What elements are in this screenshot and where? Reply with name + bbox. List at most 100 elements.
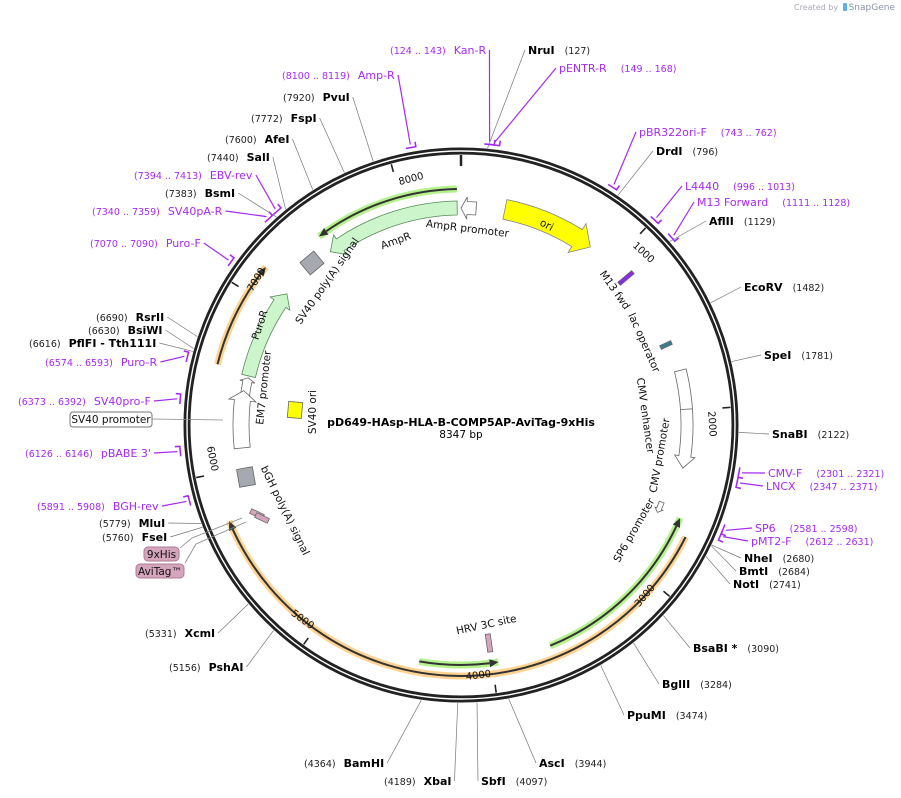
sv40-promoter-arrow[interactable]: [227, 390, 258, 450]
his-tag-callout[interactable]: 9xHis: [143, 517, 243, 562]
site-ecorv[interactable]: EcoRV(1482): [744, 281, 824, 294]
site-mlui[interactable]: MluI(5779): [99, 517, 165, 530]
primer-puro-r[interactable]: Puro-R(6574 .. 6593): [45, 356, 157, 369]
orf-green-bottom-arrow[interactable]: [418, 657, 500, 669]
puro-orf-arrow[interactable]: [214, 264, 269, 366]
sv40-promoter-callout[interactable]: SV40 promoter: [69, 411, 224, 428]
site-ppumi[interactable]: PpuMI(3474): [627, 709, 707, 722]
hrv-3c-marker[interactable]: [484, 633, 494, 653]
site-bmti[interactable]: BmtI(2684): [739, 565, 810, 578]
site-sali[interactable]: SalI(7440): [207, 151, 270, 164]
ampr-orf-arrow[interactable]: [316, 185, 457, 240]
primer-range: (996 .. 1013): [733, 182, 795, 193]
primer-m13-forward[interactable]: M13 Forward(1111 .. 1128): [697, 196, 850, 209]
tick-8000: [390, 163, 395, 173]
bgh-polya-box[interactable]: [236, 466, 256, 488]
site-bsabi-[interactable]: BsaBI *(3090): [693, 642, 779, 655]
feature-label-ampr[interactable]: AmpR: [379, 230, 413, 252]
site-bglii[interactable]: BglII(3284): [662, 678, 732, 691]
site-xcmi[interactable]: XcmI(5331): [145, 627, 215, 640]
avitag-callout[interactable]: AviTag™: [135, 521, 247, 579]
site-xbai[interactable]: XbaI(4189): [384, 775, 451, 788]
primer-bgh-rev[interactable]: BGH-rev(5891 .. 5908): [37, 500, 159, 513]
primer-sv40pro-f[interactable]: SV40pro-F(6373 .. 6392): [18, 395, 151, 408]
primer-pmt2-f[interactable]: pMT2-F(2612 .. 2631): [751, 535, 873, 548]
site-bsmi[interactable]: BsmI(7383): [165, 187, 235, 200]
site-position: (6616): [29, 339, 61, 350]
site-rsrii[interactable]: RsrII(6690): [96, 311, 164, 324]
feature-label-cmv-enhancer[interactable]: CMV enhancer: [634, 377, 657, 455]
site-name: PflFI - Tth111I: [69, 337, 157, 350]
primer-puro-f[interactable]: Puro-F(7070 .. 7090): [90, 237, 201, 250]
cmv-enhancer-promoter-arrow[interactable]: [673, 368, 696, 469]
site-nrui[interactable]: NruI(127): [528, 44, 590, 57]
primer-leader-line: [225, 210, 267, 218]
feature-label-sv40-polya[interactable]: SV40 poly(A) signal: [293, 236, 362, 327]
site-bamhi[interactable]: BamHI(4364): [304, 757, 384, 770]
m13-fwd-marker[interactable]: [617, 270, 635, 286]
site-position: (7920): [283, 93, 315, 104]
site-snabi[interactable]: SnaBI(2122): [772, 428, 849, 441]
feature-label-ori[interactable]: ori: [538, 217, 556, 234]
site-name: BmtI: [739, 565, 768, 578]
primer-ebv-rev[interactable]: EBV-rev(7394 .. 7413): [134, 169, 253, 182]
site-leader-line: [600, 665, 625, 716]
primer-pbr322ori-f[interactable]: pBR322ori-F(743 .. 762): [639, 126, 777, 139]
primer-sv40pa-r[interactable]: SV40pA-R(7340 .. 7359): [92, 205, 223, 218]
feature-label-lac-operator[interactable]: lac operator: [625, 311, 662, 375]
site-position: (7600): [225, 135, 257, 146]
site-fspi[interactable]: FspI(7772): [251, 112, 317, 125]
site-name: MluI: [139, 517, 166, 530]
site-spei[interactable]: SpeI(1781): [764, 349, 833, 362]
site-leader-line: [633, 642, 660, 685]
site-position: (1482): [793, 283, 825, 294]
primer-bind-marker: [735, 477, 742, 490]
lac-operator-marker[interactable]: [659, 340, 673, 350]
ampr-arrow[interactable]: [329, 200, 458, 256]
primer-bind-marker: [272, 203, 283, 216]
site-leader-line: [272, 156, 286, 210]
site-name: AflII: [709, 215, 734, 228]
site-bsiwi[interactable]: BsiWI(6630): [88, 324, 163, 337]
sp6-promoter-arrow[interactable]: [654, 500, 665, 513]
site-aflii[interactable]: AflII (1129): [709, 215, 775, 228]
primer-pbabe-3-[interactable]: pBABE 3'(6126 .. 6146): [25, 447, 151, 460]
feature-label-sp6-promoter[interactable]: SP6 promoter: [611, 496, 658, 565]
site-afei[interactable]: AfeI(7600): [225, 133, 289, 146]
puror-arrow[interactable]: [241, 293, 291, 378]
primer-kan-r[interactable]: Kan-R(124 .. 143): [390, 44, 486, 57]
ori-arrow[interactable]: [502, 199, 591, 254]
orf-green-right-arrow[interactable]: [548, 516, 684, 649]
primer-l4440[interactable]: L4440 (996 .. 1013): [685, 180, 795, 193]
feature-label-ampr-promoter[interactable]: AmpR promoter: [425, 218, 510, 240]
site-noti[interactable]: NotI(2741): [733, 578, 801, 591]
site-leader-line: [711, 545, 737, 572]
primer-cmv-f[interactable]: CMV-F(2301 .. 2321): [768, 467, 884, 480]
site-nhei[interactable]: NheI(2680): [744, 552, 814, 565]
site-pflfi-tth111i[interactable]: PflFI - Tth111I (6616): [29, 337, 156, 350]
sv40-polya-box[interactable]: [299, 250, 325, 276]
ampr-promoter-arrow[interactable]: [460, 196, 478, 220]
site-drdi[interactable]: DrdI(796): [656, 145, 718, 158]
site-pvui[interactable]: PvuI(7920): [283, 91, 350, 104]
avitag-marker[interactable]: [254, 512, 270, 524]
primer-amp-r[interactable]: Amp-R(8100 .. 8119): [282, 69, 395, 82]
plasmid-size: 8347 bp: [439, 429, 483, 441]
site-sbfi[interactable]: SbfI(4097): [481, 775, 547, 788]
site-fsei[interactable]: FseI(5760): [102, 531, 167, 544]
site-labels: NruI(127) DrdI(796) AflII (1129) EcoRV(1482)…: [18, 44, 884, 788]
feature-label-hrv-3c[interactable]: HRV 3C site: [455, 613, 518, 638]
sv40-ori-box[interactable]: [286, 400, 304, 420]
site-position: (127): [565, 46, 591, 57]
site-pshai[interactable]: PshAI(5156): [169, 661, 243, 674]
primer-sp6[interactable]: SP6(2581 .. 2598): [755, 522, 857, 535]
primer-name: L4440: [685, 180, 719, 193]
site-asci[interactable]: AscI(3944): [539, 757, 606, 770]
feature-label-sv40-ori[interactable]: SV40 ori: [307, 390, 319, 434]
primer-lncx[interactable]: LNCX(2347 .. 2371): [766, 480, 877, 493]
site-position: (1129): [744, 217, 776, 228]
feature-label-bgh-polya[interactable]: bGH poly(A) signal: [258, 464, 312, 557]
tick-label-2000: 2000: [705, 411, 718, 437]
primer-bind-marker: [175, 392, 182, 405]
primer-pentr-r[interactable]: pENTR-R(149 .. 168): [559, 62, 676, 75]
